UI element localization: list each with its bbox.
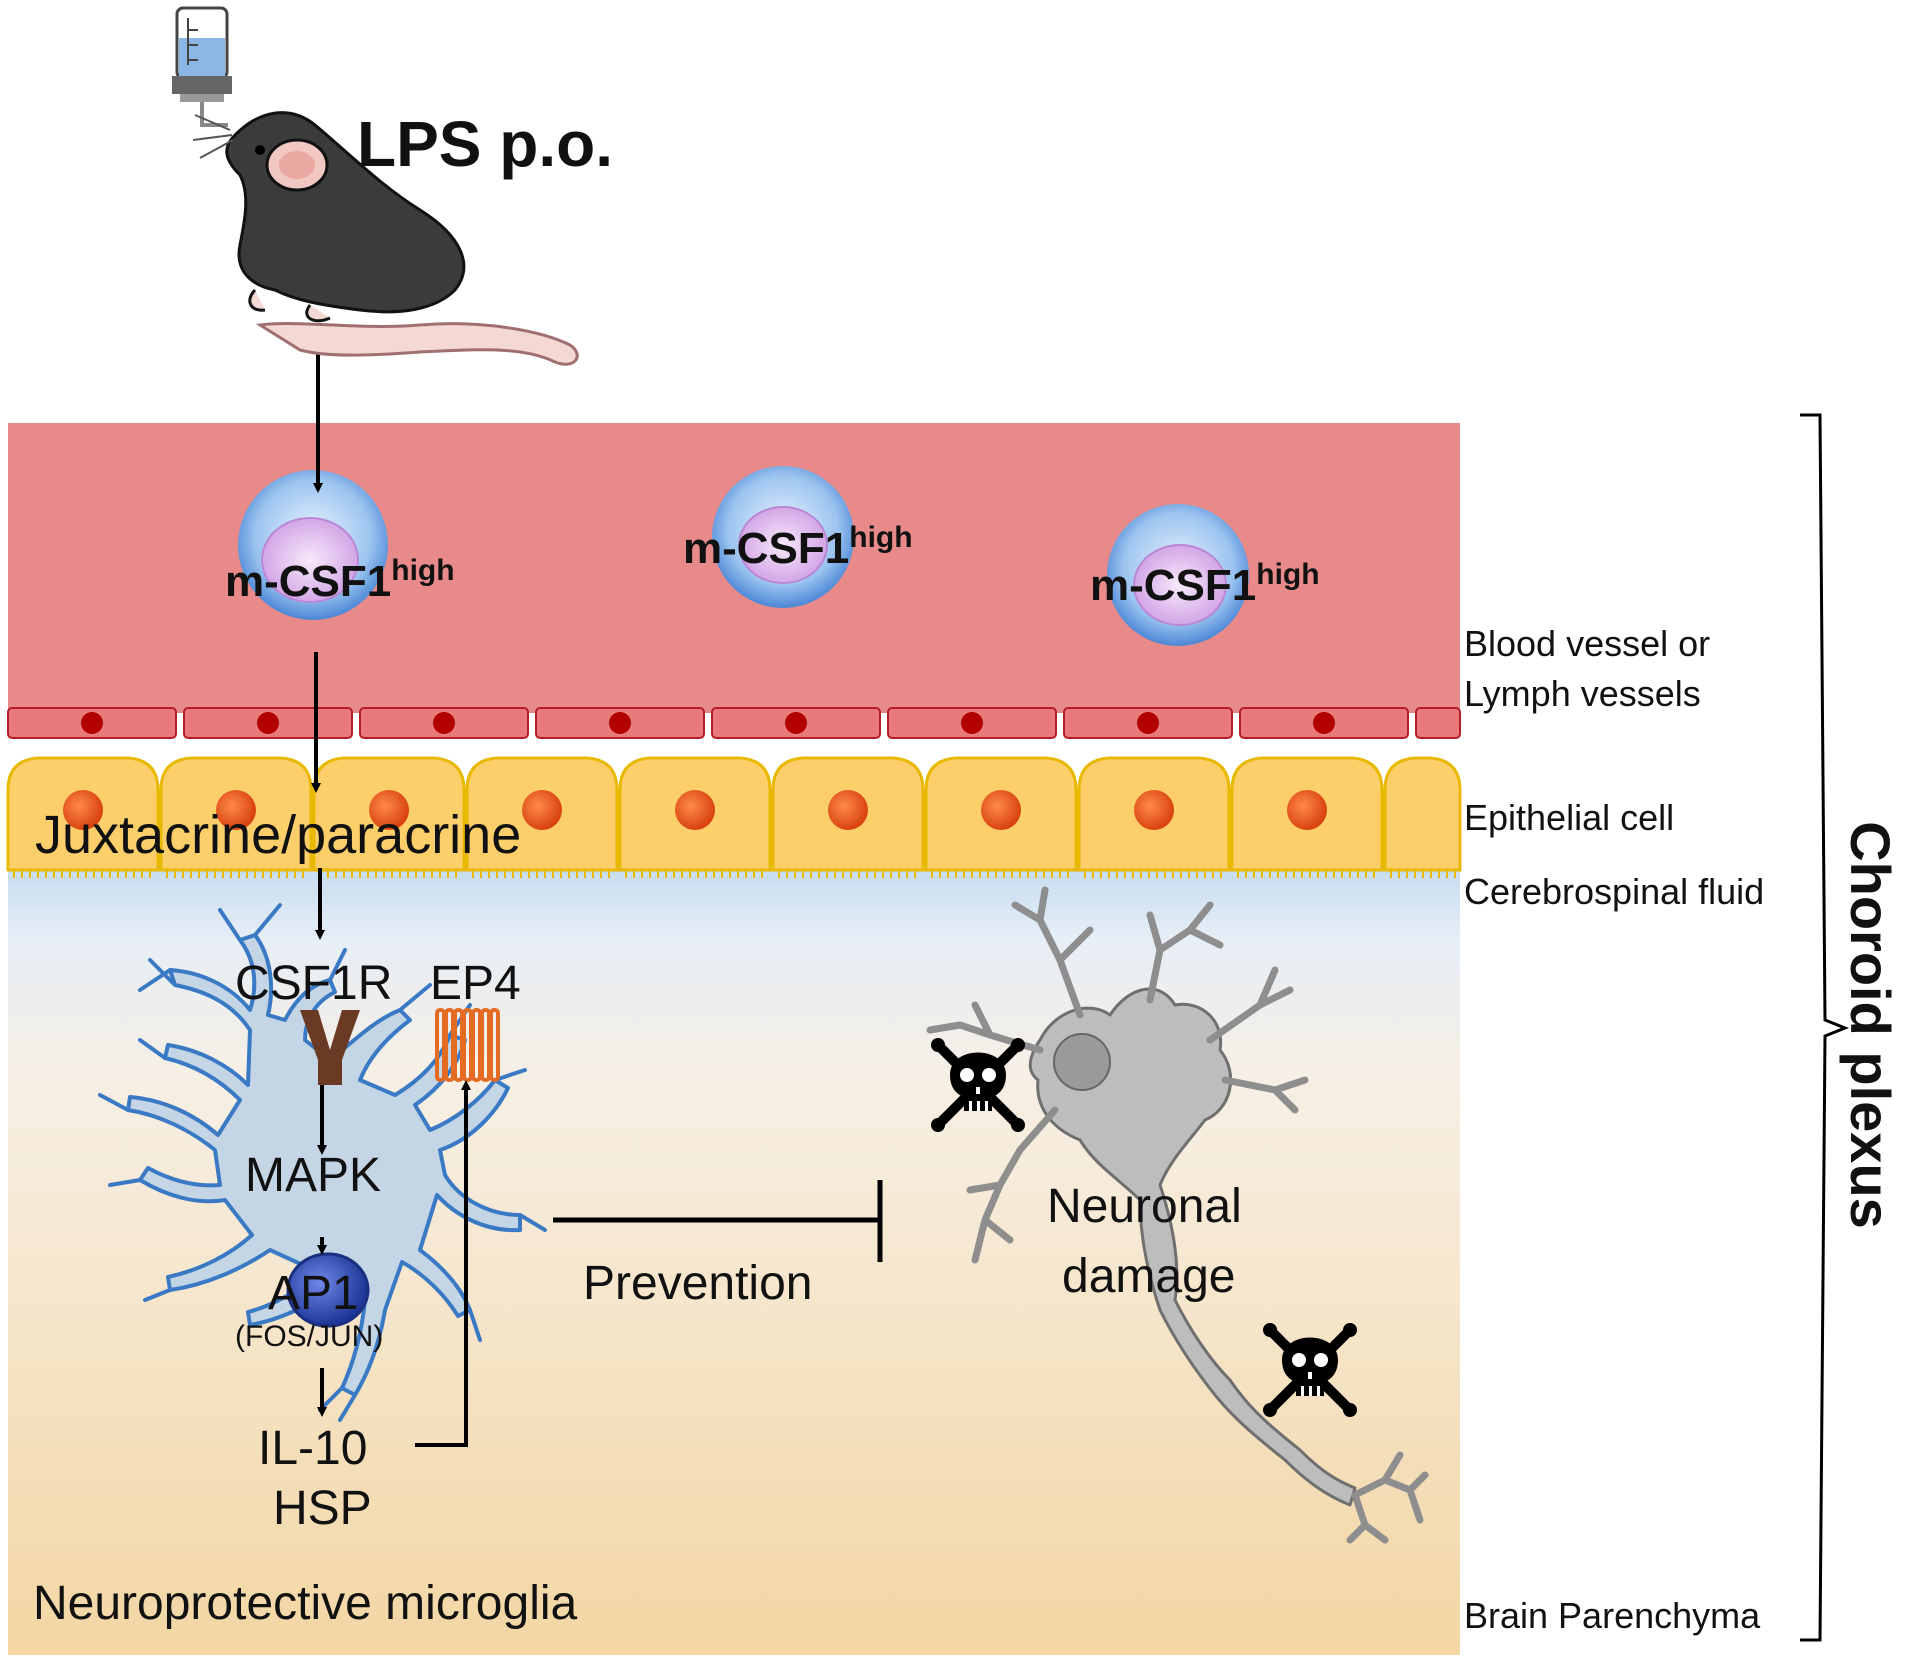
epithelial-nucleus: [981, 790, 1021, 830]
endothelial-nucleus: [1137, 712, 1159, 734]
csf1r-receptor-icon: [300, 1010, 360, 1085]
ap1-label: AP1: [268, 1267, 359, 1320]
ap1-nucleus: [286, 1252, 370, 1328]
skull-crossbones-icon: [1263, 1323, 1357, 1417]
epithelial-nucleus: [369, 790, 409, 830]
damage-label: damage: [1062, 1250, 1236, 1303]
mcsf1-superscript: high: [1256, 558, 1320, 591]
epithelial-nucleus: [216, 790, 256, 830]
mcsf1-cell-1: [238, 470, 388, 620]
neuroprotective-microglia-label: Neuroprotective microglia: [33, 1577, 578, 1630]
epithelial-cell: [1383, 756, 1462, 872]
epithelial-nucleus: [63, 790, 103, 830]
csf-label: Cerebrospinal fluid: [1464, 871, 1765, 912]
choroid-plexus-label: Choroid plexus: [1839, 821, 1902, 1229]
prevention-inhibition-line: [553, 1180, 883, 1262]
mcsf1-superscript: high: [391, 554, 455, 587]
neuronal-label: Neuronal: [1047, 1180, 1242, 1233]
mcsf1-label-3: m-CSF1high: [1090, 560, 1320, 608]
epithelial-nucleus: [1287, 790, 1327, 830]
mcsf1-text: m-CSF1: [1090, 561, 1257, 610]
vessel-label-line2: Lymph vessels: [1464, 673, 1701, 714]
fos-jun-label: (FOS/JUN): [235, 1320, 384, 1353]
csf1r-label: CSF1R: [235, 957, 393, 1010]
pathway-arrows: [311, 350, 471, 1447]
epithelial-nucleus: [522, 790, 562, 830]
mcsf1-label-2: m-CSF1high: [683, 523, 913, 571]
epithelial-layer: [6, 756, 1462, 878]
ep4-receptor-icon: [435, 1008, 500, 1082]
mcsf1-cell-2: [712, 466, 854, 608]
skull-crossbones-icon: [931, 1038, 1025, 1132]
juxtacrine-paracrine-label: Juxtacrine/paracrine: [35, 805, 522, 865]
endothelial-nucleus: [257, 712, 279, 734]
microglia-cell: [126, 933, 522, 1397]
epithelial-nucleus: [675, 790, 715, 830]
mcsf1-cell-3: [1107, 504, 1249, 646]
mcsf1-text: m-CSF1: [225, 557, 392, 606]
endothelial-nucleus: [1313, 712, 1335, 734]
endothelial-nucleus: [81, 712, 103, 734]
title-lps-po: LPS p.o.: [357, 108, 613, 180]
endothelial-nucleus: [785, 712, 807, 734]
hsp-label: HSP: [273, 1482, 372, 1535]
il10-label: IL-10: [258, 1422, 368, 1475]
ep4-helix: [489, 1008, 500, 1082]
neuron-nucleus: [1053, 1033, 1111, 1091]
mcsf1-label-1: m-CSF1high: [225, 556, 455, 604]
choroid-plexus-bracket: [1800, 413, 1850, 1642]
mcsf1-superscript: high: [849, 521, 913, 554]
ep4-label: EP4: [430, 957, 521, 1010]
epithelial-cell-label: Epithelial cell: [1464, 797, 1675, 838]
mcsf1-text: m-CSF1: [683, 524, 850, 573]
neuron-dendrites: [926, 886, 1429, 1544]
tissue-background: [8, 840, 1460, 1655]
vessel-label-line1: Blood vessel or: [1464, 623, 1711, 664]
mapk-label: MAPK: [245, 1149, 382, 1202]
endothelial-layer: [7, 707, 1461, 739]
endothelial-cell: [1415, 707, 1461, 739]
endothelial-nucleus: [433, 712, 455, 734]
lps-bottle-icon: [172, 6, 232, 127]
endothelial-nucleus: [609, 712, 631, 734]
brain-parenchyma-label: Brain Parenchyma: [1464, 1595, 1761, 1636]
mouse-icon: [192, 111, 579, 366]
endothelial-nucleus: [961, 712, 983, 734]
epithelial-nucleus: [1134, 790, 1174, 830]
microglia-branches: [98, 903, 547, 1422]
prevention-label: Prevention: [583, 1257, 813, 1310]
epithelial-nucleus: [828, 790, 868, 830]
neuron-icon: [1028, 987, 1357, 1507]
